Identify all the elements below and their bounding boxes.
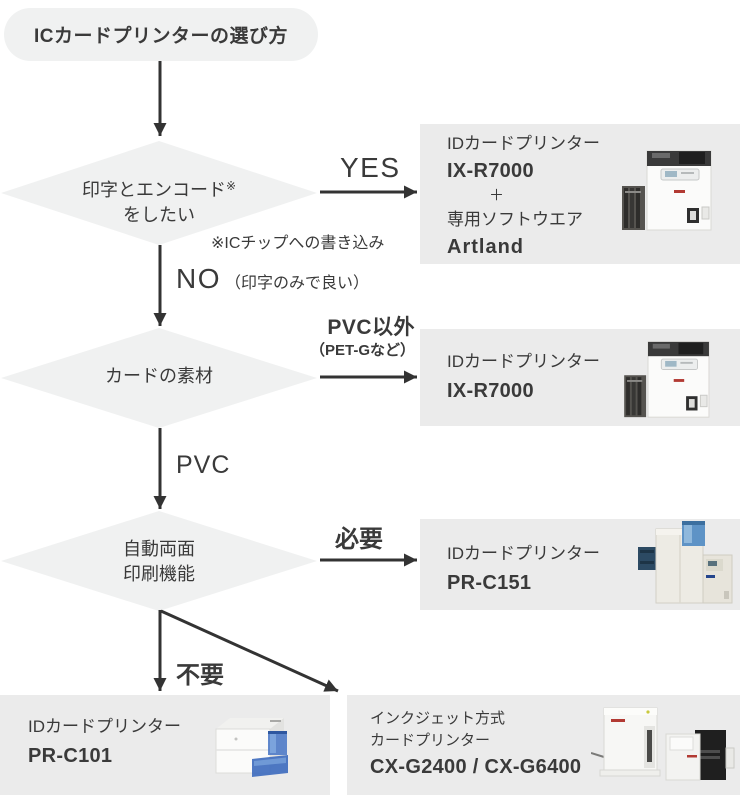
- start-node-label: ICカードプリンターの選び方: [33, 26, 288, 47]
- cx-g2400-cx-g6400-printer-photo: [591, 707, 735, 781]
- label-not-required: 不要: [176, 662, 224, 689]
- software-name: Artland: [447, 236, 524, 258]
- label-pvc-other-block: PVC以外 （PET-Gなど）: [280, 317, 415, 361]
- product-category: IDカードプリンター: [28, 717, 181, 736]
- ix-r7000-printer-photo: [624, 341, 710, 418]
- software-label: 専用ソフトウエア: [447, 210, 583, 229]
- product-category: IDカードプリンター: [447, 352, 600, 371]
- label-pvc: PVC: [176, 451, 231, 479]
- label-ic-chip-note: ※ICチップへの書き込み: [211, 235, 385, 252]
- product-model: PR-C101: [28, 745, 113, 767]
- ix-r7000-printer-photo: [622, 150, 712, 231]
- product-model: IX-R7000: [447, 160, 534, 182]
- pr-c101-printer-photo: [215, 718, 288, 777]
- product-model: CX-G2400 / CX-G6400: [370, 756, 582, 778]
- reference-mark: ※: [225, 179, 237, 193]
- label-no-row: NO （印字のみで良い）: [176, 263, 369, 295]
- product-category-line2: カードプリンター: [370, 732, 491, 749]
- connector-not-required-diagonal-arrow: [160, 609, 339, 693]
- pr-c151-printer-photo: [638, 521, 733, 604]
- product-model: PR-C151: [447, 572, 532, 594]
- label-no: NO: [176, 263, 221, 294]
- label-required: 必要: [335, 526, 383, 553]
- decision-card-material-diamond: [1, 328, 317, 428]
- product-category-line1: インクジェット方式: [370, 710, 506, 727]
- label-pvc-other-detail: （PET-Gなど）: [309, 342, 415, 359]
- product-category: IDカードプリンター: [447, 544, 600, 563]
- decision-print-encode-line1: 印字とエンコード※: [81, 179, 237, 200]
- decision-print-encode-diamond: [1, 141, 317, 245]
- product-category: IDカードプリンター: [447, 134, 600, 153]
- decision-print-encode-line2: をしたい: [123, 205, 195, 225]
- plus-sign: ＋: [489, 187, 505, 204]
- start-node: ICカードプリンターの選び方: [4, 8, 318, 61]
- label-yes: YES: [340, 152, 401, 183]
- decision-duplex-text: 自動両面 印刷機能: [123, 539, 195, 584]
- decision-duplex-diamond: [1, 511, 317, 611]
- product-model: IX-R7000: [447, 380, 534, 402]
- label-pvc-other: PVC以外: [327, 316, 415, 339]
- decision-print-encode-text: 印字とエンコード※ をしたい: [0, 174, 318, 228]
- label-no-detail: （印字のみで良い）: [225, 275, 370, 292]
- decision-card-material-text: カードの素材: [105, 366, 213, 386]
